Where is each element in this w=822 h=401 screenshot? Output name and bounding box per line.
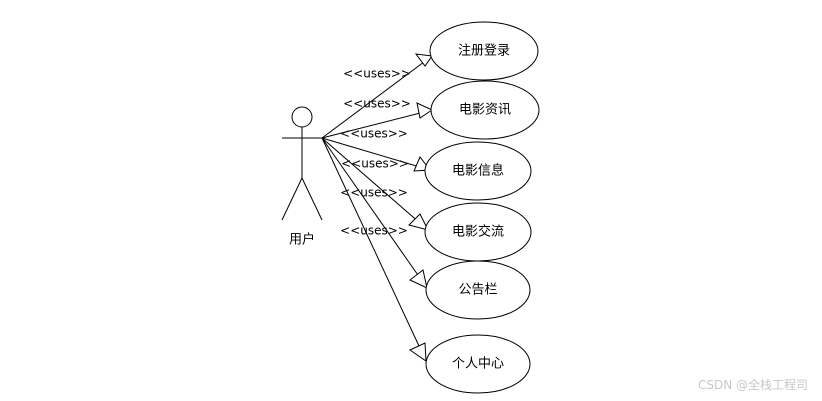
use-case-bulletin-board: 公告栏 [425, 260, 531, 320]
actor-head [291, 106, 313, 128]
use-case-movie-news: 电影资讯 [430, 80, 540, 140]
relationships [321, 53, 434, 362]
relationship-line-3 [321, 137, 431, 171]
stereotype-label-4: <<uses>> [341, 157, 409, 171]
watermark-text: CSDN @全栈工程司 [697, 378, 808, 392]
relationship-arrowhead-5 [409, 269, 428, 289]
actor-right-leg [301, 177, 323, 221]
stereotype-label-6: <<uses>> [340, 224, 408, 238]
use-case-shape [430, 80, 540, 140]
relationship-line-4 [321, 137, 429, 231]
use-case-label: 个人中心 [452, 357, 504, 372]
relationship-arrowhead-4 [408, 213, 429, 231]
stereotype-label-2: <<uses>> [343, 97, 411, 111]
use-case-label: 电影资讯 [459, 103, 511, 118]
use-case-label: 注册登录 [458, 44, 510, 59]
relationship-line-5 [321, 137, 428, 289]
relationship-arrowhead-6 [408, 342, 427, 362]
use-cases: 注册登录 电影资讯 电影信息 电影交流 公告栏 个人中心 [424, 21, 540, 394]
use-case-shape [424, 141, 532, 201]
relationship-line-2 [321, 109, 433, 139]
use-case-label: 电影交流 [452, 224, 504, 240]
relationship-line-1 [321, 55, 433, 139]
use-case-label: 公告栏 [458, 283, 497, 298]
stereotype-label-1: <<uses>> [343, 67, 411, 81]
actor-left-leg [281, 177, 303, 221]
use-case-personal-center: 个人中心 [425, 334, 531, 394]
use-case-label: 电影信息 [452, 163, 504, 179]
use-case-shape [425, 334, 531, 394]
stereotype-labels: <<uses>> <<uses>> <<uses>> <<uses>> <<us… [340, 67, 411, 238]
relationship-line-6 [321, 137, 427, 362]
use-case-movie-discussion: 电影交流 [424, 202, 532, 262]
use-case-movie-info: 电影信息 [424, 141, 532, 201]
stereotype-label-5: <<uses>> [340, 186, 408, 200]
actor-label: 用户 [289, 232, 315, 248]
relationship-arrowhead-1 [414, 53, 433, 67]
relationship-arrowhead-2 [416, 102, 434, 119]
use-case-register-login: 注册登录 [429, 21, 539, 81]
stereotype-label-3: <<uses>> [340, 127, 408, 141]
actor-user: 用户 [281, 106, 323, 248]
use-case-shape [429, 21, 539, 81]
use-case-shape [425, 260, 531, 320]
